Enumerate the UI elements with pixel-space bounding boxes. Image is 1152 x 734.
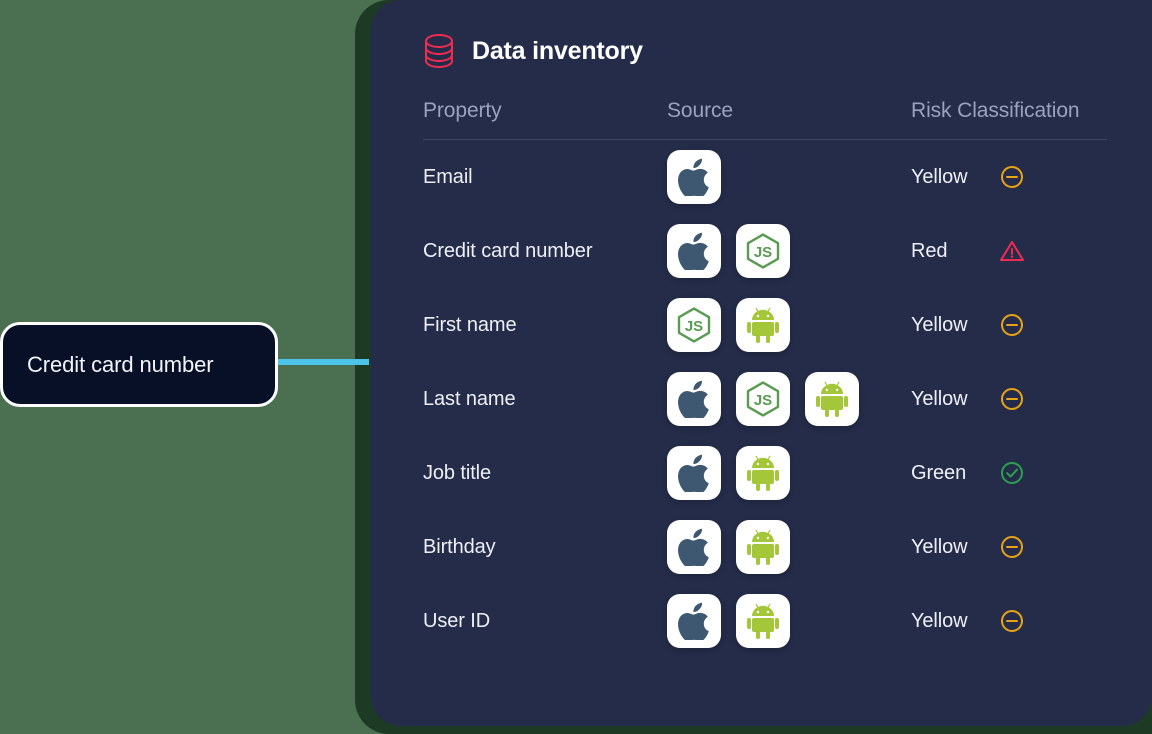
cell-source [667, 520, 911, 574]
column-header-property: Property [423, 99, 502, 122]
source-tile-android[interactable] [736, 446, 790, 500]
cell-property: Credit card number [423, 239, 593, 262]
callout-connector-line [277, 359, 369, 365]
table-header-row: Property Source Risk Classification [423, 99, 1107, 140]
table-row[interactable]: Job title Green [423, 436, 1107, 510]
cell-risk-classification: Yellow [911, 386, 1107, 412]
risk-label: Red [911, 239, 948, 262]
android-icon [745, 306, 781, 344]
source-tile-apple[interactable] [667, 520, 721, 574]
cell-property: User ID [423, 609, 491, 632]
source-tile-apple[interactable] [667, 372, 721, 426]
risk-label: Yellow [911, 609, 968, 632]
callout-label: Credit card number [27, 351, 214, 377]
android-icon [745, 528, 781, 566]
column-header-source: Source [667, 99, 733, 122]
cell-property: Last name [423, 387, 516, 410]
minus-circle-icon [999, 608, 1025, 634]
cell-property: Email [423, 165, 473, 188]
android-icon [745, 454, 781, 492]
cell-risk-classification: Green [911, 460, 1107, 486]
data-inventory-card: Data inventory Property Source Risk Clas… [371, 0, 1152, 726]
risk-label: Yellow [911, 165, 968, 188]
source-tile-android[interactable] [736, 298, 790, 352]
source-tile-android[interactable] [736, 594, 790, 648]
nodejs-icon: JS [745, 380, 781, 418]
nodejs-icon: JS [745, 232, 781, 270]
source-tile-apple[interactable] [667, 446, 721, 500]
source-tile-nodejs[interactable]: JS [736, 224, 790, 278]
source-tile-apple[interactable] [667, 224, 721, 278]
cell-source [667, 594, 911, 648]
source-tile-nodejs[interactable]: JS [736, 372, 790, 426]
android-icon [814, 380, 850, 418]
cell-property: Job title [423, 461, 492, 484]
page-title: Data inventory [472, 36, 643, 65]
cell-risk-classification: Yellow [911, 164, 1107, 190]
source-tile-android[interactable] [805, 372, 859, 426]
apple-icon [677, 528, 711, 566]
nodejs-icon: JS [676, 306, 712, 344]
database-icon [423, 33, 455, 69]
cell-risk-classification: Yellow [911, 312, 1107, 338]
apple-icon [677, 158, 711, 196]
column-header-risk-classification: Risk Classification [911, 99, 1080, 122]
risk-label: Yellow [911, 387, 968, 410]
data-inventory-table: Property Source Risk Classification Emai… [423, 99, 1107, 658]
table-row[interactable]: Last name JS Yellow [423, 362, 1107, 436]
minus-circle-icon [999, 534, 1025, 560]
cell-source [667, 150, 911, 204]
table-row[interactable]: Email Yellow [423, 140, 1107, 214]
minus-circle-icon [999, 164, 1025, 190]
cell-source: JS [667, 224, 911, 278]
table-row[interactable]: Credit card number JS Red [423, 214, 1107, 288]
cell-risk-classification: Yellow [911, 608, 1107, 634]
minus-circle-icon [999, 312, 1025, 338]
apple-icon [677, 454, 711, 492]
source-tile-apple[interactable] [667, 594, 721, 648]
card-header: Data inventory [371, 0, 1152, 69]
cell-property: First name [423, 313, 517, 336]
cell-property: Birthday [423, 535, 496, 558]
table-row[interactable]: User ID Yellow [423, 584, 1107, 658]
check-circle-icon [999, 460, 1025, 486]
risk-label: Green [911, 461, 967, 484]
risk-label: Yellow [911, 313, 968, 336]
table-row[interactable]: Birthday Yellow [423, 510, 1107, 584]
table-row[interactable]: First name JS Yellow [423, 288, 1107, 362]
minus-circle-icon [999, 386, 1025, 412]
risk-label: Yellow [911, 535, 968, 558]
credit-card-number-callout[interactable]: Credit card number [0, 322, 278, 407]
svg-text:JS: JS [685, 318, 703, 335]
svg-text:JS: JS [754, 392, 772, 409]
cell-source [667, 446, 911, 500]
warning-triangle-icon [999, 238, 1025, 264]
cell-source: JS [667, 298, 911, 352]
cell-risk-classification: Red [911, 238, 1107, 264]
source-tile-android[interactable] [736, 520, 790, 574]
svg-text:JS: JS [754, 244, 772, 261]
apple-icon [677, 232, 711, 270]
apple-icon [677, 602, 711, 640]
android-icon [745, 602, 781, 640]
apple-icon [677, 380, 711, 418]
source-tile-apple[interactable] [667, 150, 721, 204]
cell-risk-classification: Yellow [911, 534, 1107, 560]
source-tile-nodejs[interactable]: JS [667, 298, 721, 352]
cell-source: JS [667, 372, 911, 426]
